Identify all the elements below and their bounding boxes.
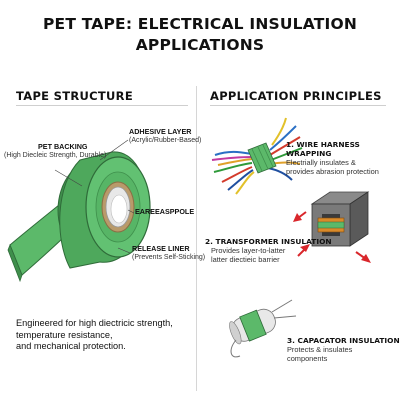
release-liner-sub: (Prevents Self-Sticking) bbox=[132, 253, 206, 261]
tape-leader-lines bbox=[54, 139, 135, 254]
label-core: EAREEASPPOLE bbox=[135, 207, 195, 217]
tape-description: Engineered for high diectricic strength,… bbox=[16, 318, 186, 353]
right-heading-underline bbox=[210, 105, 386, 106]
core-title: EAREEASPPOLE bbox=[135, 207, 195, 216]
wire-harness-title: 1. WIRE HARNESS WRAPPING bbox=[286, 140, 360, 158]
wire-harness-line2: provides abrasion protection bbox=[286, 167, 379, 176]
application-capacitor: 3. CAPACATOR INSULATION Protects & insul… bbox=[287, 336, 400, 363]
application-principles-heading: APPLICATION PRINCIPLES bbox=[210, 89, 382, 103]
tape-roll-illustration bbox=[7, 151, 151, 283]
capacitor-illustration bbox=[229, 299, 297, 358]
page-title: PET TAPE: ELECTRICAL INSULATION APPLICAT… bbox=[0, 14, 400, 56]
page-title-line1: PET TAPE: ELECTRICAL INSULATION bbox=[42, 15, 358, 33]
pet-backing-sub: (High Diecleic Strength, Durable) bbox=[4, 151, 107, 159]
label-adhesive-layer: ADHESIVE LAYER (Acrylic/Rubber-Based) bbox=[129, 127, 202, 145]
section-divider bbox=[196, 86, 197, 391]
transformer-arrows bbox=[293, 211, 371, 263]
transformer-title: 2. TRANSFORMER INSULATION bbox=[205, 237, 332, 246]
transformer-line1: Provides layer-to-latter bbox=[211, 246, 286, 255]
tape-structure-heading: TAPE STRUCTURE bbox=[16, 89, 133, 103]
description-line3: and mechanical protection. bbox=[16, 341, 126, 352]
left-heading-underline bbox=[16, 105, 188, 106]
adhesive-layer-sub: (Acrylic/Rubber-Based) bbox=[129, 136, 202, 144]
transformer-line2: latter diectieic barrier bbox=[211, 255, 280, 264]
label-pet-backing: PET BACKING (High Diecleic Strength, Dur… bbox=[4, 142, 106, 160]
wire-harness-illustration bbox=[211, 117, 303, 195]
application-transformer: 2. TRANSFORMER INSULATION Provides layer… bbox=[205, 237, 332, 264]
capacitor-line2: components bbox=[287, 354, 328, 363]
adhesive-layer-title: ADHESIVE LAYER bbox=[129, 127, 192, 136]
description-line1: Engineered for high diectricic strength, bbox=[16, 318, 173, 328]
wire-harness-line1: Electrially insulates & bbox=[286, 158, 356, 167]
release-liner-title: RELEASE LINER bbox=[132, 244, 190, 253]
transformer-illustration bbox=[310, 191, 370, 247]
page-title-line2: APPLICATIONS bbox=[135, 36, 265, 54]
capacitor-title: 3. CAPACATOR INSULATION bbox=[287, 336, 400, 345]
label-release-liner: RELEASE LINER (Prevents Self-Sticking) bbox=[132, 244, 206, 262]
description-line2: temperature resistance, bbox=[16, 329, 113, 340]
capacitor-line1: Protects & insulates bbox=[287, 345, 353, 354]
application-wire-harness: 1. WIRE HARNESS WRAPPING Electrially ins… bbox=[286, 140, 400, 176]
pet-backing-title: PET BACKING bbox=[38, 142, 88, 151]
